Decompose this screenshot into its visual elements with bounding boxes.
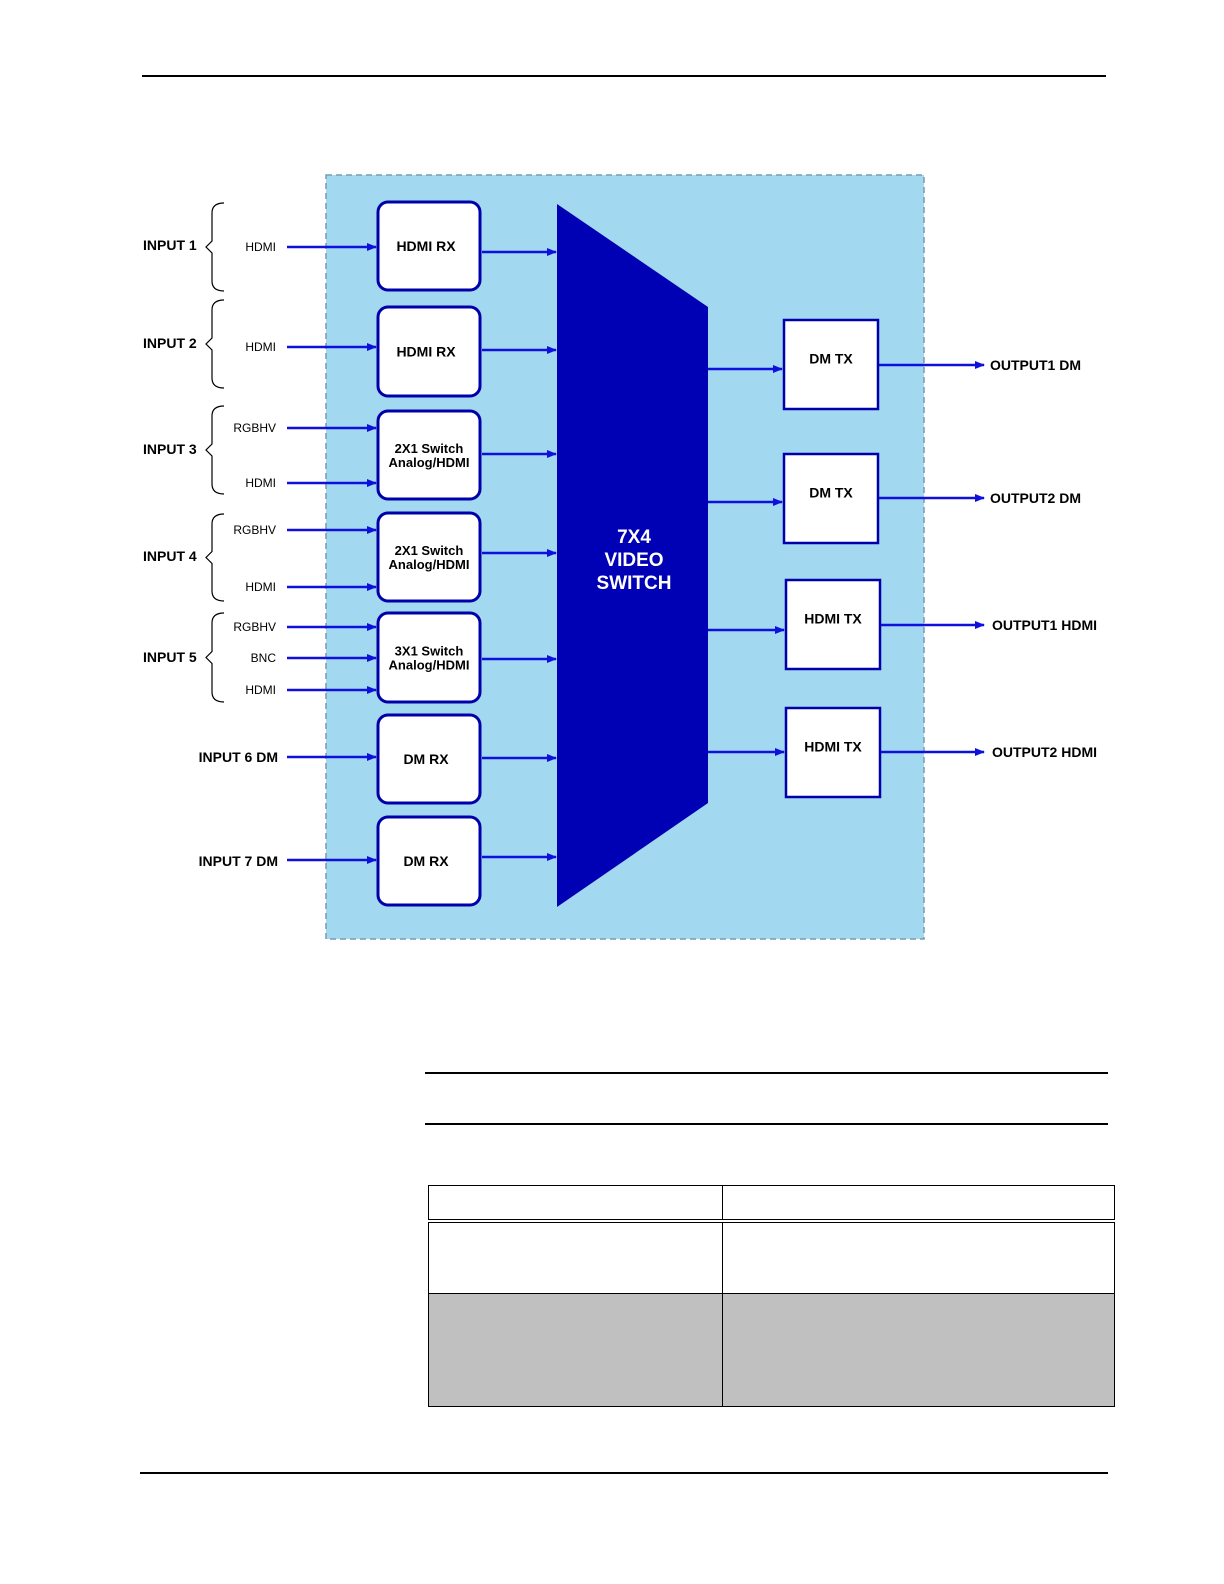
output-block bbox=[782, 318, 880, 411]
switch-label-line-2: VIDEO bbox=[604, 550, 663, 571]
switch-label-line-3: SWITCH bbox=[597, 573, 672, 594]
output-group-3: HDMI TX OUTPUT1 HDMI bbox=[708, 578, 1097, 671]
input-label: INPUT 2 bbox=[143, 335, 197, 351]
signal-label: HDMI bbox=[245, 240, 276, 254]
signal-label: RGBHV bbox=[233, 620, 276, 634]
section-rule-bottom bbox=[425, 1123, 1108, 1125]
table-cell bbox=[722, 1220, 1115, 1294]
output-label: OUTPUT1 HDMI bbox=[992, 617, 1097, 633]
output-group-2: DM TX OUTPUT2 DM bbox=[708, 452, 1081, 545]
signal-label: HDMI bbox=[245, 580, 276, 594]
input-block bbox=[376, 611, 482, 704]
table-header-cell bbox=[722, 1185, 1115, 1223]
input-label: INPUT 4 bbox=[143, 548, 197, 564]
video-switch-shape bbox=[557, 204, 708, 907]
signal-label: RGBHV bbox=[233, 523, 276, 537]
section-rule-top bbox=[425, 1072, 1108, 1074]
input-block-label: DM RX bbox=[403, 853, 449, 869]
table-cell bbox=[722, 1293, 1115, 1407]
signal-label: RGBHV bbox=[233, 421, 276, 435]
output-block bbox=[784, 578, 882, 671]
input-group-1: INPUT 1 HDMI HDMI RX bbox=[143, 200, 557, 292]
input-label: INPUT 1 bbox=[143, 237, 197, 253]
output-block-label: HDMI TX bbox=[804, 739, 862, 755]
input-block bbox=[376, 305, 482, 398]
output-block-label: DM TX bbox=[809, 485, 853, 501]
input-group-7: INPUT 7 DM DM RX bbox=[199, 815, 557, 907]
input-label: INPUT 6 DM bbox=[199, 749, 278, 765]
table-header-row bbox=[428, 1185, 1115, 1223]
input-block bbox=[376, 511, 482, 603]
input-block-label: HDMI RX bbox=[396, 238, 456, 254]
input-block-label: DM RX bbox=[403, 751, 449, 767]
output-group-1: DM TX OUTPUT1 DM bbox=[708, 318, 1081, 411]
table-row bbox=[428, 1220, 1115, 1294]
output-label: OUTPUT2 HDMI bbox=[992, 744, 1097, 760]
switch-label-line-1: 7X4 bbox=[617, 527, 651, 548]
input-block-label: 2X1 Switch bbox=[395, 543, 464, 558]
footer-rule bbox=[140, 1472, 1108, 1474]
input-brace bbox=[205, 513, 225, 602]
output-block-label: DM TX bbox=[809, 351, 853, 367]
output-block bbox=[782, 452, 880, 545]
output-label: OUTPUT2 DM bbox=[990, 490, 1081, 506]
output-label: OUTPUT1 DM bbox=[990, 357, 1081, 373]
table-header-cell bbox=[428, 1185, 723, 1223]
spec-table bbox=[428, 1185, 1115, 1407]
input-block bbox=[376, 713, 482, 805]
input-brace bbox=[205, 612, 225, 703]
input-label: INPUT 7 DM bbox=[199, 853, 278, 869]
header-rule bbox=[142, 75, 1106, 77]
input-block-label: HDMI RX bbox=[396, 344, 456, 360]
input-block-label: 3X1 Switch bbox=[395, 644, 464, 659]
table-cell bbox=[428, 1220, 723, 1294]
input-group-6: INPUT 6 DM DM RX bbox=[199, 713, 557, 805]
input-label: INPUT 5 bbox=[143, 649, 197, 665]
input-brace bbox=[205, 202, 225, 292]
signal-label: BNC bbox=[251, 651, 277, 665]
output-group-4: HDMI TX OUTPUT2 HDMI bbox=[708, 706, 1097, 799]
input-block-label: Analog/HDMI bbox=[389, 557, 470, 572]
input-block bbox=[376, 409, 482, 501]
table-cell bbox=[428, 1293, 723, 1407]
signal-label: HDMI bbox=[245, 683, 276, 697]
input-block-label: Analog/HDMI bbox=[389, 658, 470, 673]
input-block bbox=[376, 815, 482, 907]
output-block-label: HDMI TX bbox=[804, 611, 862, 627]
table-row bbox=[428, 1293, 1115, 1407]
input-brace bbox=[205, 405, 225, 495]
signal-label: HDMI bbox=[245, 476, 276, 490]
signal-label: HDMI bbox=[245, 340, 276, 354]
input-block-label: 2X1 Switch bbox=[395, 441, 464, 456]
input-block bbox=[376, 200, 482, 292]
output-block bbox=[784, 706, 882, 799]
input-group-2: INPUT 2 HDMI HDMI RX bbox=[143, 299, 557, 398]
input-brace bbox=[205, 299, 225, 389]
input-block-label: Analog/HDMI bbox=[389, 455, 470, 470]
input-label: INPUT 3 bbox=[143, 441, 197, 457]
